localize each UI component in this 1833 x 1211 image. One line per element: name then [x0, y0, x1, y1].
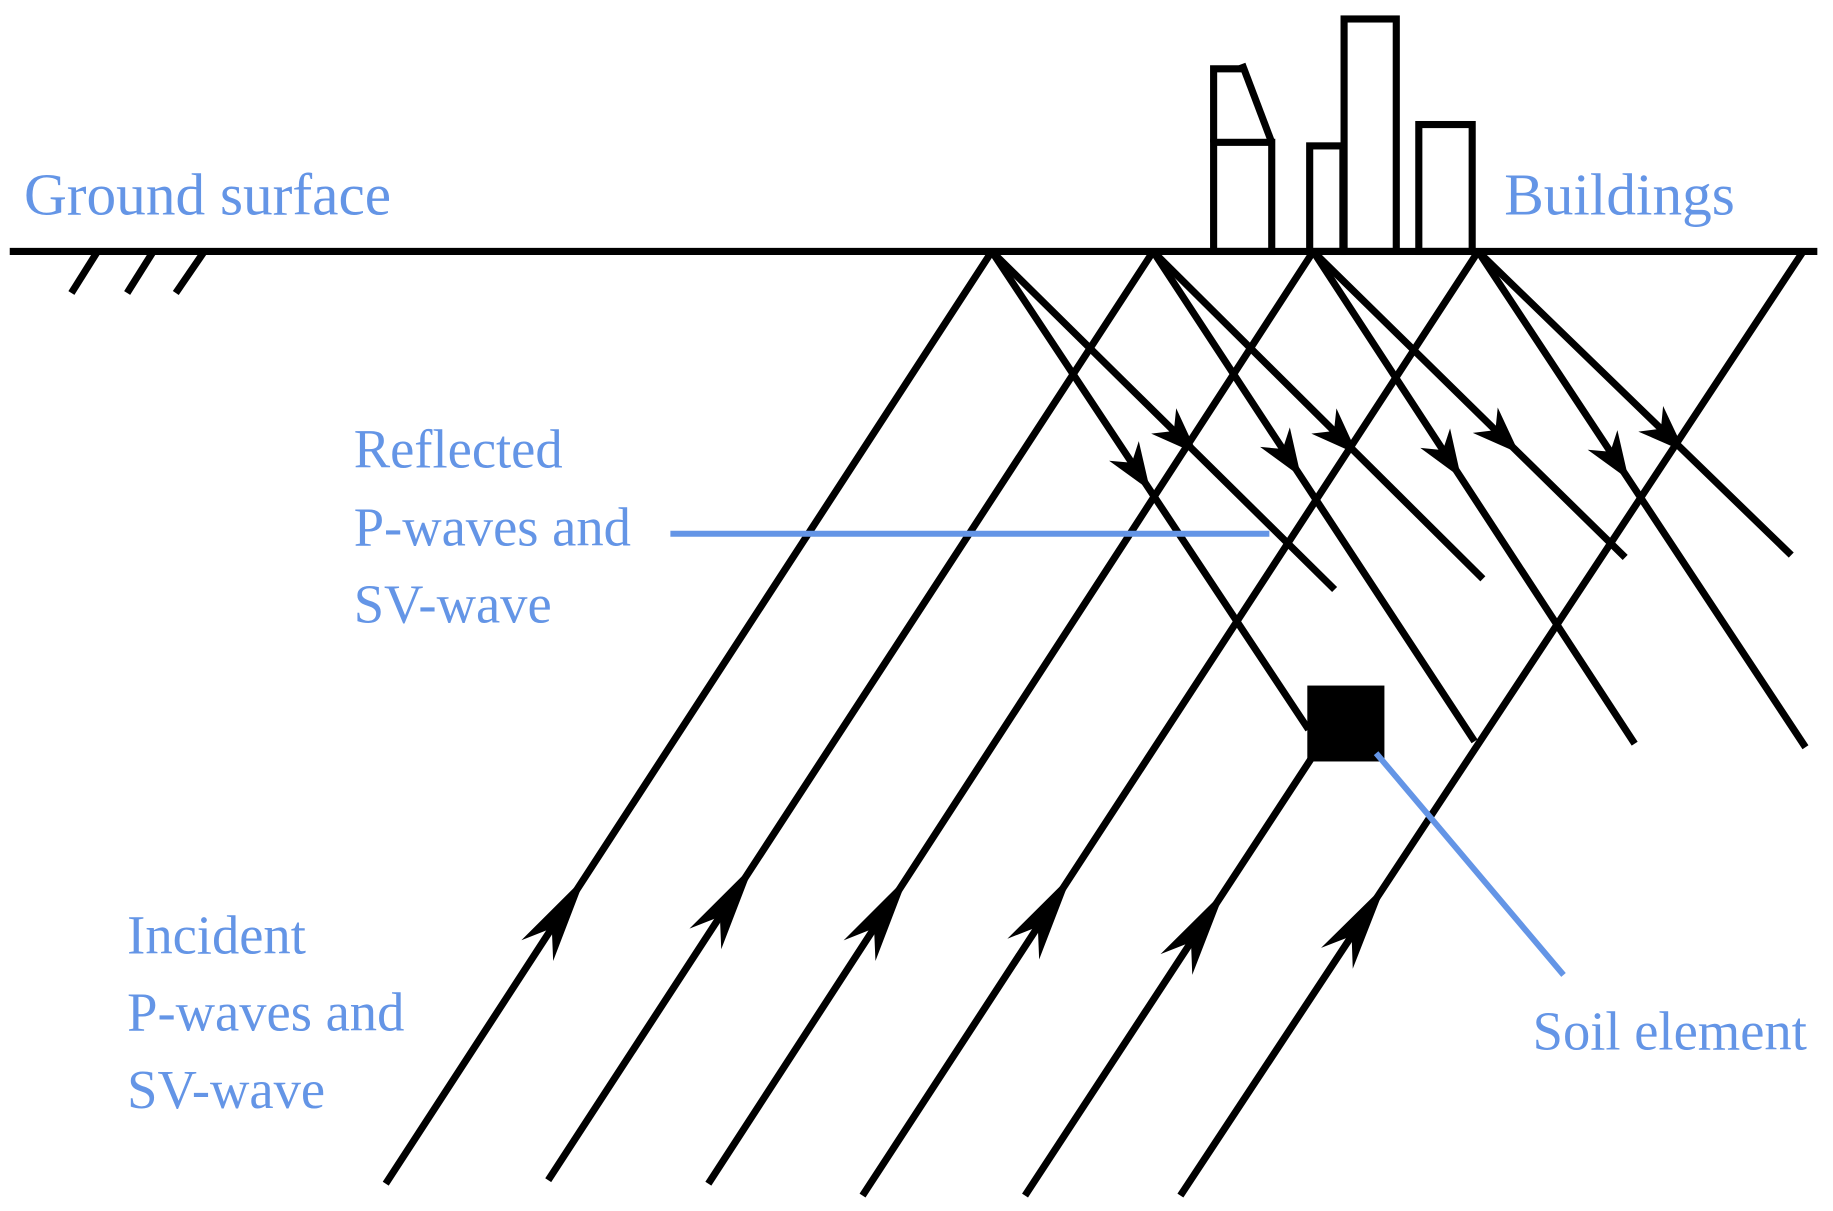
- incident-arrow-icon: [1160, 890, 1226, 975]
- incident-wave-6: [1177, 249, 1807, 1198]
- reflected-label-line-3: SV-wave: [354, 574, 552, 635]
- incident-wave-3: [705, 249, 1317, 1186]
- building-3: [1340, 15, 1400, 256]
- reflected-arrow-icon: [1311, 408, 1358, 455]
- reflected-arrow-icon: [1420, 428, 1462, 478]
- incident-arrow-icon: [689, 864, 754, 950]
- reflected-p-wave-1: [988, 249, 1312, 732]
- buildings-label: Buildings: [1504, 162, 1735, 228]
- reflected-arrow-icon: [1109, 441, 1151, 491]
- reflected-arrow-icon: [1587, 430, 1629, 480]
- soil-element: [1307, 685, 1385, 762]
- reflected-sv-wave-2: [1150, 248, 1486, 582]
- incident-arrow-icon: [521, 876, 586, 961]
- incident-label-line-1: Incident: [127, 905, 306, 966]
- reflected-sv-wave-1: [989, 248, 1338, 593]
- reflected-p-wave-2: [1150, 249, 1478, 744]
- reflected-label-line-2: P-waves and: [354, 497, 631, 558]
- reflected-arrow-icon: [1151, 408, 1198, 455]
- reflected-arrow-icon: [1260, 427, 1301, 477]
- reflected-p-wave-3: [1310, 249, 1638, 746]
- incident-arrow-icon: [1007, 874, 1072, 960]
- building-1-slant: [1238, 62, 1276, 144]
- building-1: [1210, 138, 1276, 256]
- ground-hatch-1: [68, 249, 101, 295]
- ground-surface-label: Ground surface: [24, 162, 391, 228]
- soil-element-leader-line: [1373, 751, 1566, 977]
- incident-arrow-icon: [843, 876, 908, 962]
- building-1-top: [1210, 65, 1244, 143]
- incident-label-line-3: SV-wave: [127, 1059, 325, 1120]
- incident-arrow-icon: [1321, 884, 1386, 969]
- reflected-sv-wave-3: [1310, 248, 1628, 561]
- reflected-sv-wave-4: [1475, 248, 1794, 558]
- reflected-arrow-icon: [1638, 406, 1685, 452]
- incident-wave-4: [859, 249, 1482, 1198]
- incident-wave-5: [1022, 757, 1314, 1198]
- ground-hatch-2: [124, 249, 157, 295]
- reflected-arrow-icon: [1472, 407, 1520, 454]
- building-4: [1415, 120, 1476, 256]
- ground-hatch-3: [172, 249, 208, 295]
- building-2: [1306, 142, 1347, 256]
- buildings: [1210, 15, 1476, 256]
- incident-wave-2: [545, 249, 1157, 1183]
- reflected-p-wave-4: [1475, 249, 1809, 750]
- incident-label-line-2: P-waves and: [127, 982, 404, 1043]
- reflected-label-line-1: Reflected: [354, 418, 563, 479]
- soil-element-label: Soil element: [1533, 1001, 1807, 1062]
- incident-wave-1: [382, 249, 995, 1186]
